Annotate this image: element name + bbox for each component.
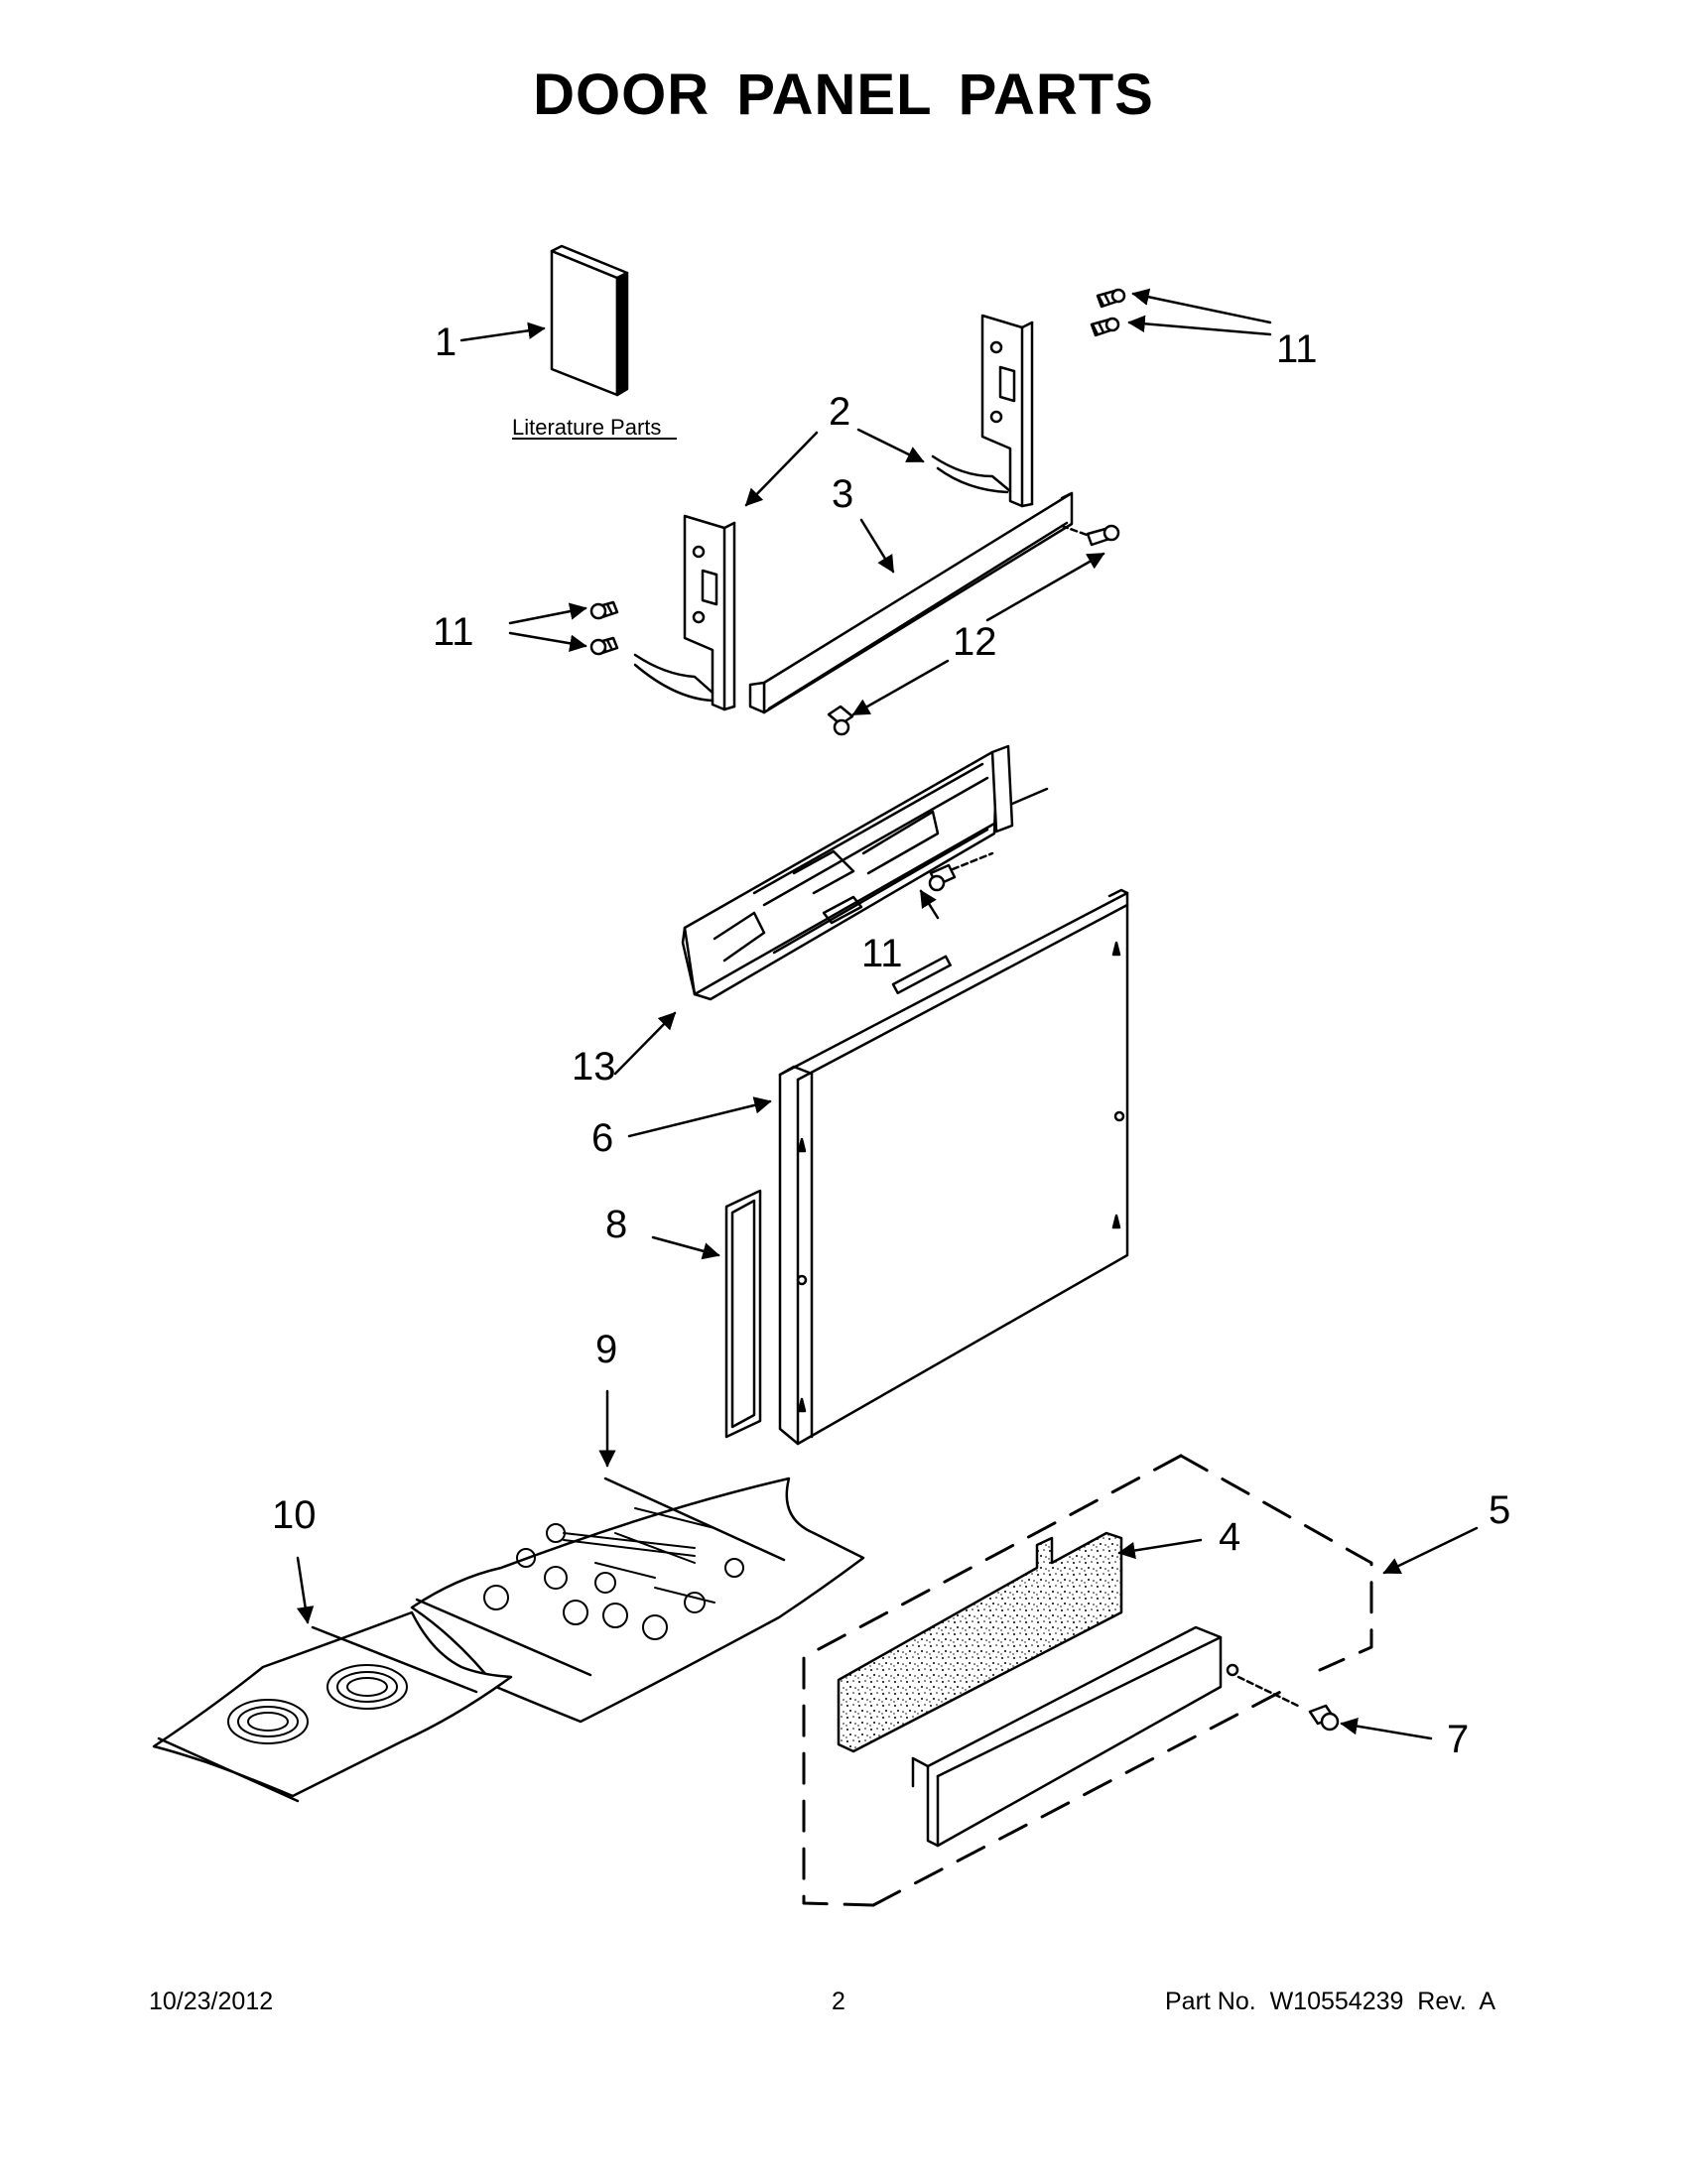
door-panel: [778, 888, 1129, 1446]
callout-1: 1: [435, 321, 456, 364]
kit-dashed-outline: [802, 1454, 1373, 1907]
screw-11-console: [928, 851, 994, 892]
callout-11-top: 11: [1276, 327, 1318, 371]
trim-piece: [911, 1625, 1302, 1848]
door-bracket-left: [633, 514, 736, 711]
callout-8: 8: [605, 1203, 627, 1246]
washer-bag: [152, 1610, 513, 1803]
page-title: DOOR PANEL PARTS: [533, 63, 1154, 127]
callout-10: 10: [272, 1493, 317, 1537]
callout-11-console: 11: [861, 932, 903, 975]
callout-5: 5: [1489, 1488, 1510, 1532]
callout-4: 4: [1219, 1515, 1240, 1559]
literature-book: [550, 244, 629, 397]
callout-9: 9: [595, 1328, 617, 1371]
callout-13: 13: [572, 1045, 616, 1089]
callout-7: 7: [1447, 1718, 1469, 1761]
screw-7: [1308, 1704, 1340, 1732]
control-console: [681, 744, 1049, 1001]
footer-page-number: 2: [832, 1988, 845, 2015]
gasket-strip: [724, 1189, 762, 1439]
screw-11-top-b: [1090, 317, 1120, 337]
door-bracket-right: [931, 314, 1034, 508]
hardware-bag: [410, 1477, 865, 1724]
leader-lines: [296, 288, 1479, 1740]
footer-date: 10/23/2012: [149, 1988, 274, 2015]
insulation-strip: [837, 1531, 1123, 1753]
callout-3: 3: [832, 472, 853, 516]
callout-2: 2: [829, 390, 850, 434]
callout-12: 12: [953, 620, 997, 664]
mounting-rail: [748, 491, 1074, 714]
callout-6: 6: [591, 1116, 613, 1160]
screw-11-left-b: [589, 636, 619, 656]
screw-12-right: [1060, 524, 1120, 547]
footer-part-number: Part No. W10554239 Rev. A: [1165, 1988, 1496, 2015]
screw-11-top-a: [1096, 288, 1126, 309]
screw-11-left-a: [589, 600, 619, 620]
callout-11-left: 11: [433, 610, 474, 654]
screw-12-left: [827, 705, 854, 736]
literature-parts-label: Literature Parts: [512, 415, 661, 440]
